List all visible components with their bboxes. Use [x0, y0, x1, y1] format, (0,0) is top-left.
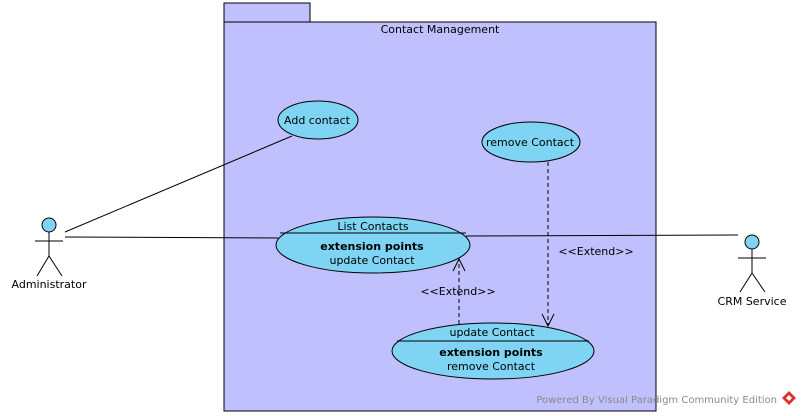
actor-label: CRM Service	[718, 295, 787, 308]
extension-point: remove Contact	[447, 360, 536, 373]
extend-label-remove-to-update: <<Extend>>	[558, 245, 633, 258]
association-list-contacts-crm[interactable]	[465, 234, 739, 237]
visual-paradigm-logo-icon	[782, 391, 796, 405]
use-case-update-contact[interactable]: update Contact extension points remove C…	[391, 322, 595, 380]
use-case-remove-contact[interactable]: remove Contact	[481, 121, 581, 163]
use-case-label: update Contact	[449, 326, 535, 339]
use-case-list-contacts[interactable]: List Contacts extension points update Co…	[275, 216, 471, 274]
actor-label: Administrator	[12, 278, 87, 291]
extension-points-header: extension points	[439, 346, 543, 359]
use-case-label: Add contact	[284, 114, 351, 127]
use-case-add-contact[interactable]: Add contact	[277, 100, 359, 140]
use-case-label: remove Contact	[486, 136, 575, 149]
association-admin-add-contact[interactable]	[64, 135, 293, 233]
package-tab	[223, 2, 311, 23]
stick-figure-icon	[35, 217, 63, 277]
association-admin-list-contacts[interactable]	[64, 236, 279, 239]
use-case-ellipse	[275, 216, 471, 274]
actor-administrator[interactable]: Administrator	[12, 217, 87, 291]
stick-figure-icon	[738, 234, 766, 293]
extension-points-header: extension points	[320, 240, 424, 253]
package-title: Contact Management	[381, 23, 500, 36]
use-case-ellipse	[391, 322, 595, 380]
watermark-text: Powered By Visual Paradigm Community Edi…	[536, 395, 777, 406]
extension-point: update Contact	[329, 254, 415, 267]
use-case-label: List Contacts	[337, 220, 409, 233]
extend-label-update-to-list: <<Extend>>	[420, 285, 495, 298]
actor-crm-service[interactable]: CRM Service	[718, 234, 787, 308]
use-case-ellipse	[481, 121, 581, 163]
use-case-ellipse	[277, 100, 359, 140]
